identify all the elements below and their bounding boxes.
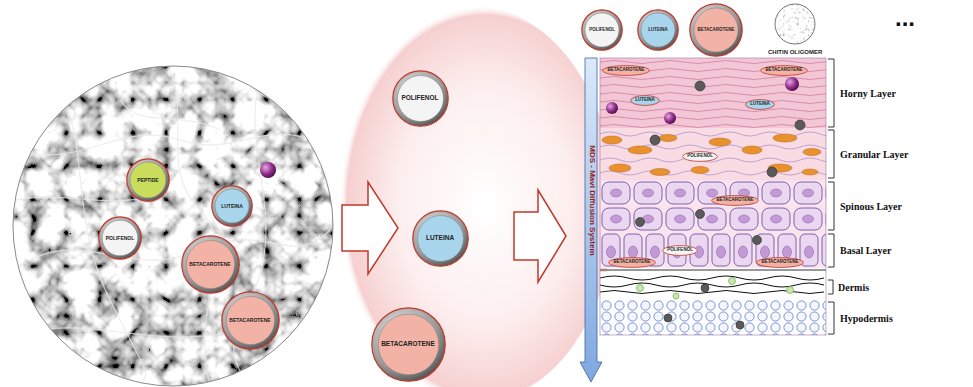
particle-label: PEPTIDE [137,178,158,183]
layer-label: Horny Layer [840,88,896,99]
particle-label: BETACAROTENE [229,318,270,323]
layer-bracket [828,59,834,334]
particle-label: LUTEINA [221,204,243,209]
particle-sphere: POLIFENOL [98,216,142,260]
particle-label: POLIFENOL [589,28,615,33]
skin-particle: BETACAROTENE [608,257,656,268]
diffusion-arrow [580,58,602,382]
particle-sphere: BETACAROTENE [181,235,240,294]
particle-label: BETACAROTENE [716,198,753,203]
hollow-arrow [342,182,398,274]
particle-label: BETACAROTENE [381,341,435,348]
ellipsis-mark: ... [895,5,915,31]
particle-label: BETACAROTENE [765,68,802,73]
layer-label: Basal Layer [840,245,891,256]
particle-label: POLIFENOL [687,154,713,159]
particle-sphere: BETACAROTENE [371,307,446,382]
skin-particle: POLIFENOL [682,151,718,162]
particle-sphere: LUTEINA [211,185,253,227]
skin-section [600,58,826,335]
skin-particle: LUTEINA [745,99,775,110]
particle-sphere: POLIFENOL [581,9,623,51]
particle-label: LUTEINA [750,102,770,107]
chitin-image [775,4,815,44]
particle-sphere: POLIFENOL [392,70,449,127]
particle-label: BETACAROTENE [189,262,230,267]
layer-label: Granular Layer [840,149,908,160]
particle-label: POLIFENOL [667,248,693,253]
particle-label: LUTEINA [648,28,668,33]
sem-image [13,66,333,386]
particle-label: BETACAROTENE [613,260,650,265]
skin-particle: BETACAROTENE [711,195,759,206]
particle-sphere: LUTEINA [637,9,679,51]
particle-sphere: LUTEINA [412,210,469,267]
particle-sphere: BETACAROTENE [221,291,280,350]
particle-label: POLIFENOL [106,236,135,241]
layer-label: Hypodermis [840,313,893,324]
skin-particle: BETACAROTENE [756,257,804,268]
skin-particle: BETACAROTENE [602,65,650,76]
skin-particle: BETACAROTENE [760,65,808,76]
layer-label: Dermis [838,282,869,293]
arrow-label: MDS - Mavi Diffusion System [587,145,596,255]
skin-particle: LUTEINA [630,95,660,106]
particle-label: BETACAROTENE [607,68,644,73]
particle-label: BETACAROTENE [761,260,798,265]
particle-label: POLIFENOL [401,95,438,102]
image-caption: CHITIN OLIGOMER [768,49,822,56]
layer-label: Spinous Layer [840,201,902,212]
particle-label: LUTEINA [426,235,454,242]
skin-particle: POLIFENOL [662,245,698,256]
particle-sphere: BETACAROTENE [689,3,743,57]
glow [325,5,615,387]
particle-sphere: PEPTIDE [126,158,170,202]
particle-label: BETACAROTENE [697,28,734,33]
particle-label: LUTEINA [635,98,655,103]
hollow-arrow [514,190,566,282]
